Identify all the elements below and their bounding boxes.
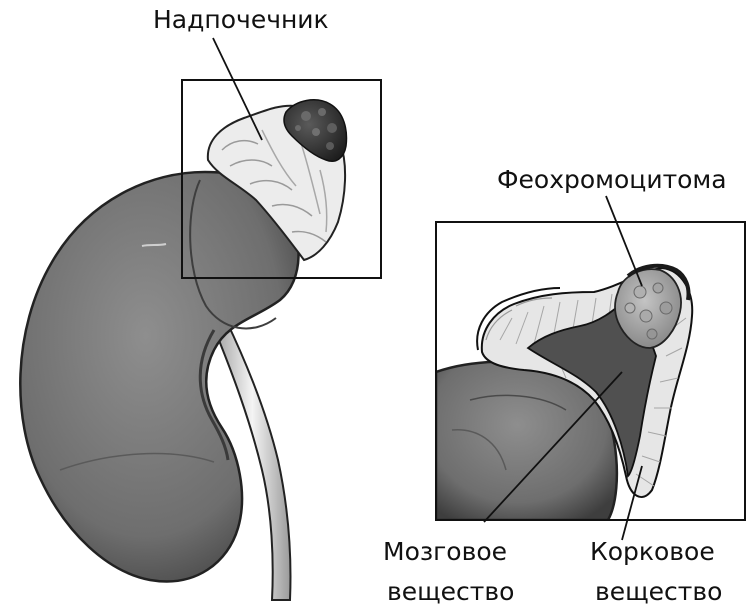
medulla bbox=[526, 298, 657, 478]
tumor-nodule bbox=[326, 142, 334, 150]
adrenal-lobule bbox=[229, 159, 273, 167]
inset-tumor-nodule bbox=[639, 309, 653, 323]
adrenal-gland bbox=[206, 99, 348, 262]
label-cortex-line2: вещество bbox=[595, 577, 722, 606]
adrenal-lobule bbox=[319, 169, 328, 233]
zoom-box bbox=[181, 79, 382, 279]
adrenal-lobule bbox=[221, 139, 259, 151]
tumor-nodule bbox=[312, 128, 320, 136]
kidney bbox=[19, 170, 300, 583]
tumor-nodule bbox=[318, 108, 326, 116]
kidney-vessel-mark bbox=[141, 243, 167, 247]
label-medulla-line2: вещество bbox=[387, 577, 514, 606]
inset-kidney-line bbox=[451, 429, 507, 471]
tumor-nodule bbox=[295, 125, 301, 131]
renal-hilum bbox=[198, 329, 230, 461]
inset-tumor-nodule bbox=[652, 282, 664, 294]
inset-frame bbox=[435, 221, 746, 521]
leader-adrenal bbox=[212, 37, 263, 141]
inset-tumor-nodule bbox=[646, 328, 658, 340]
adrenal-lobule bbox=[299, 139, 321, 215]
inset-tumor-nodule bbox=[624, 302, 636, 314]
adrenal-lobule bbox=[261, 129, 297, 187]
label-pheochromocytoma: Феохромоцитома bbox=[497, 165, 727, 194]
label-adrenal-gland: Надпочечник bbox=[153, 5, 329, 34]
inset-tumor-nodule bbox=[633, 285, 647, 299]
capsule-lobule bbox=[485, 309, 513, 341]
tumor-nodule bbox=[301, 111, 311, 121]
ureter bbox=[212, 318, 292, 601]
kidney-lobe-line bbox=[59, 452, 215, 471]
leader-medulla bbox=[483, 371, 623, 523]
inset-tumor bbox=[614, 268, 682, 349]
leader-cortex bbox=[621, 465, 643, 541]
adrenal-lobule bbox=[271, 203, 313, 217]
tumor-nodule bbox=[327, 123, 337, 133]
adrenal-lobule bbox=[291, 230, 327, 243]
label-cortex-line1: Корковое bbox=[590, 537, 715, 566]
leader-pheochromocytoma bbox=[605, 195, 643, 287]
adrenal-lobule bbox=[249, 179, 293, 191]
adrenal-capsule bbox=[476, 287, 561, 351]
kidney-upper-pole bbox=[189, 179, 277, 330]
inset-cross-section bbox=[436, 222, 745, 520]
inset-tumor-nodule bbox=[659, 301, 673, 315]
inset-tumor-rim bbox=[626, 263, 691, 301]
label-medulla-line1: Мозговое bbox=[383, 537, 507, 566]
kidney-illustration bbox=[19, 170, 300, 601]
capsule-lobule bbox=[515, 297, 553, 307]
inset-kidney-line bbox=[469, 394, 567, 411]
